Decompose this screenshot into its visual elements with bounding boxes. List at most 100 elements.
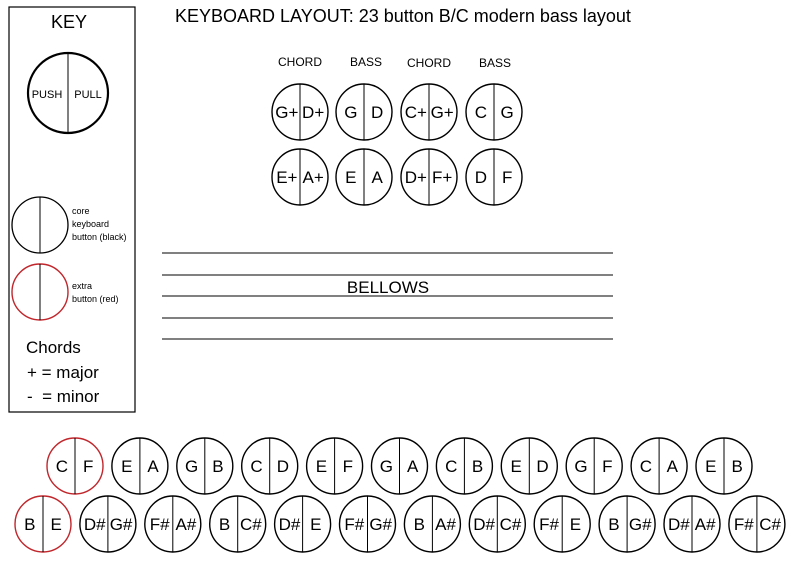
- bass-header-chord-1: CHORD: [278, 55, 322, 69]
- bass-header-chord-2: CHORD: [407, 56, 451, 70]
- treble-button-r1-c1-pull-note: F: [83, 457, 93, 476]
- key-extra-button-sample: extra button (red): [11, 263, 119, 321]
- key-panel-frame: [8, 6, 136, 413]
- treble-button-r2-c1-pull-note: E: [50, 515, 61, 534]
- treble-button-r2-c10: B G#: [598, 495, 656, 553]
- bass-button-r1-c1-push-note: G+: [275, 103, 298, 122]
- treble-button-r1-c4-push-note: C: [250, 457, 262, 476]
- treble-button-r2-c5-push-note: D#: [279, 515, 301, 534]
- key-extra-label-line-1: extra: [72, 281, 92, 291]
- bass-headers: CHORD BASS CHORD BASS: [278, 55, 511, 70]
- treble-button-r2-c12: F# C#: [728, 495, 786, 553]
- treble-button-r1-c2-push-note: E: [121, 457, 132, 476]
- treble-button-r1-c10-pull-note: A: [667, 457, 679, 476]
- bass-button-r2-c2-pull-note: A: [371, 168, 383, 187]
- treble-button-r1-c8-push-note: E: [510, 457, 521, 476]
- treble-button-r2-c7: B A#: [403, 495, 462, 553]
- key-panel: KEY PUSH PULL core keyboard button (blac…: [8, 6, 136, 413]
- diagram-title: KEYBOARD LAYOUT: 23 button B/C modern ba…: [175, 6, 631, 26]
- bass-button-r1-c4-push-note: C: [475, 103, 487, 122]
- treble-button-r2-c4-pull-note: C#: [240, 515, 262, 534]
- treble-button-r2-c8-push-note: D#: [473, 515, 495, 534]
- treble-button-r2-c11-pull-note: A#: [695, 515, 716, 534]
- bass-button-r2-c3-pull-note: F+: [432, 168, 452, 187]
- bass-button-r2-c3: D+ F+: [400, 148, 458, 206]
- key-pull-label: PULL: [74, 89, 102, 101]
- treble-button-r1-c11-pull-note: B: [731, 457, 742, 476]
- bellows-label: BELLOWS: [347, 278, 429, 297]
- treble-button-r2-c3-pull-note: A#: [176, 515, 197, 534]
- key-push-label: PUSH: [32, 89, 63, 101]
- treble-button-r2-c4-push-note: B: [219, 515, 230, 534]
- bass-button-r1-c2-push-note: G: [344, 103, 357, 122]
- treble-button-r2-c8-pull-note: C#: [500, 515, 522, 534]
- bass-button-r1-c1: G+D+: [271, 83, 329, 141]
- treble-button-r2-c5: D# E: [273, 495, 332, 553]
- bass-button-r1-c2-pull-note: D: [371, 103, 383, 122]
- treble-button-r2-c9-pull-note: E: [570, 515, 581, 534]
- treble-button-r2-c5-pull-note: E: [310, 515, 321, 534]
- treble-button-r1-c2-pull-note: A: [147, 457, 159, 476]
- bass-button-r2-c4-push-note: D: [475, 168, 487, 187]
- treble-button-r1-c7-pull-note: B: [472, 457, 483, 476]
- treble-button-r1-c9-push-note: G: [574, 457, 587, 476]
- treble-button-r1-c7-push-note: C: [445, 457, 457, 476]
- treble-button-r2-c10-pull-note: G#: [629, 515, 652, 534]
- treble-button-r2-c2-pull-note: G#: [110, 515, 133, 534]
- treble-button-r1-c6-push-note: G: [380, 457, 393, 476]
- treble-button-r2-c12-pull-note: C#: [759, 515, 781, 534]
- treble-button-r2-c6: F#G#: [338, 495, 397, 553]
- treble-button-r1-c11-push-note: E: [705, 457, 716, 476]
- treble-button-r1-c10-push-note: C: [640, 457, 652, 476]
- treble-button-r2-c7-push-note: B: [414, 515, 425, 534]
- treble-button-r2-c4: B C#: [208, 495, 267, 553]
- treble-button-r1-c5-pull-note: F: [343, 457, 353, 476]
- bass-button-r2-c1-pull-note: A+: [303, 168, 324, 187]
- bass-header-bass-2: BASS: [479, 56, 511, 70]
- bass-button-r2-c1: E+A+: [271, 148, 329, 206]
- treble-button-r2-c12-push-note: F#: [734, 515, 754, 534]
- treble-button-r1-c5-push-note: E: [316, 457, 327, 476]
- treble-button-r2-c6-push-note: F#: [344, 515, 364, 534]
- bass-button-r2-c2-push-note: E: [345, 168, 356, 187]
- bass-button-r2-c3-push-note: D+: [405, 168, 427, 187]
- key-extra-label-line-2: button (red): [72, 294, 119, 304]
- treble-button-r1-c6-pull-note: A: [407, 457, 419, 476]
- treble-button-r2-c10-push-note: B: [608, 515, 619, 534]
- treble-button-r1-c9-pull-note: F: [602, 457, 612, 476]
- treble-button-r2-c9: F# E: [533, 495, 591, 553]
- bass-button-r1-c3-push-note: C+: [405, 103, 427, 122]
- treble-button-r2-c2: D#G#: [79, 495, 137, 553]
- treble-button-r2-c11: D#A#: [663, 495, 721, 553]
- treble-button-r2-c9-push-note: F#: [539, 515, 559, 534]
- key-major-line: + = major: [27, 363, 99, 382]
- treble-button-r2-c3-push-note: F#: [150, 515, 170, 534]
- treble-button-r1-c4-pull-note: D: [277, 457, 289, 476]
- treble-button-r1-c8-pull-note: D: [536, 457, 548, 476]
- treble-button-r2-c7-pull-note: A#: [435, 515, 456, 534]
- bass-button-r2-c4-pull-note: F: [502, 168, 512, 187]
- key-core-label-line-2: keyboard: [72, 219, 109, 229]
- bass-button-r1-c3-pull-note: G+: [431, 103, 454, 122]
- bass-button-r1-c1-pull-note: D+: [302, 103, 324, 122]
- treble-button-r2-c2-push-note: D#: [84, 515, 106, 534]
- bass-button-r1-c4-pull-note: G: [501, 103, 514, 122]
- treble-button-r1-c3-pull-note: B: [212, 457, 223, 476]
